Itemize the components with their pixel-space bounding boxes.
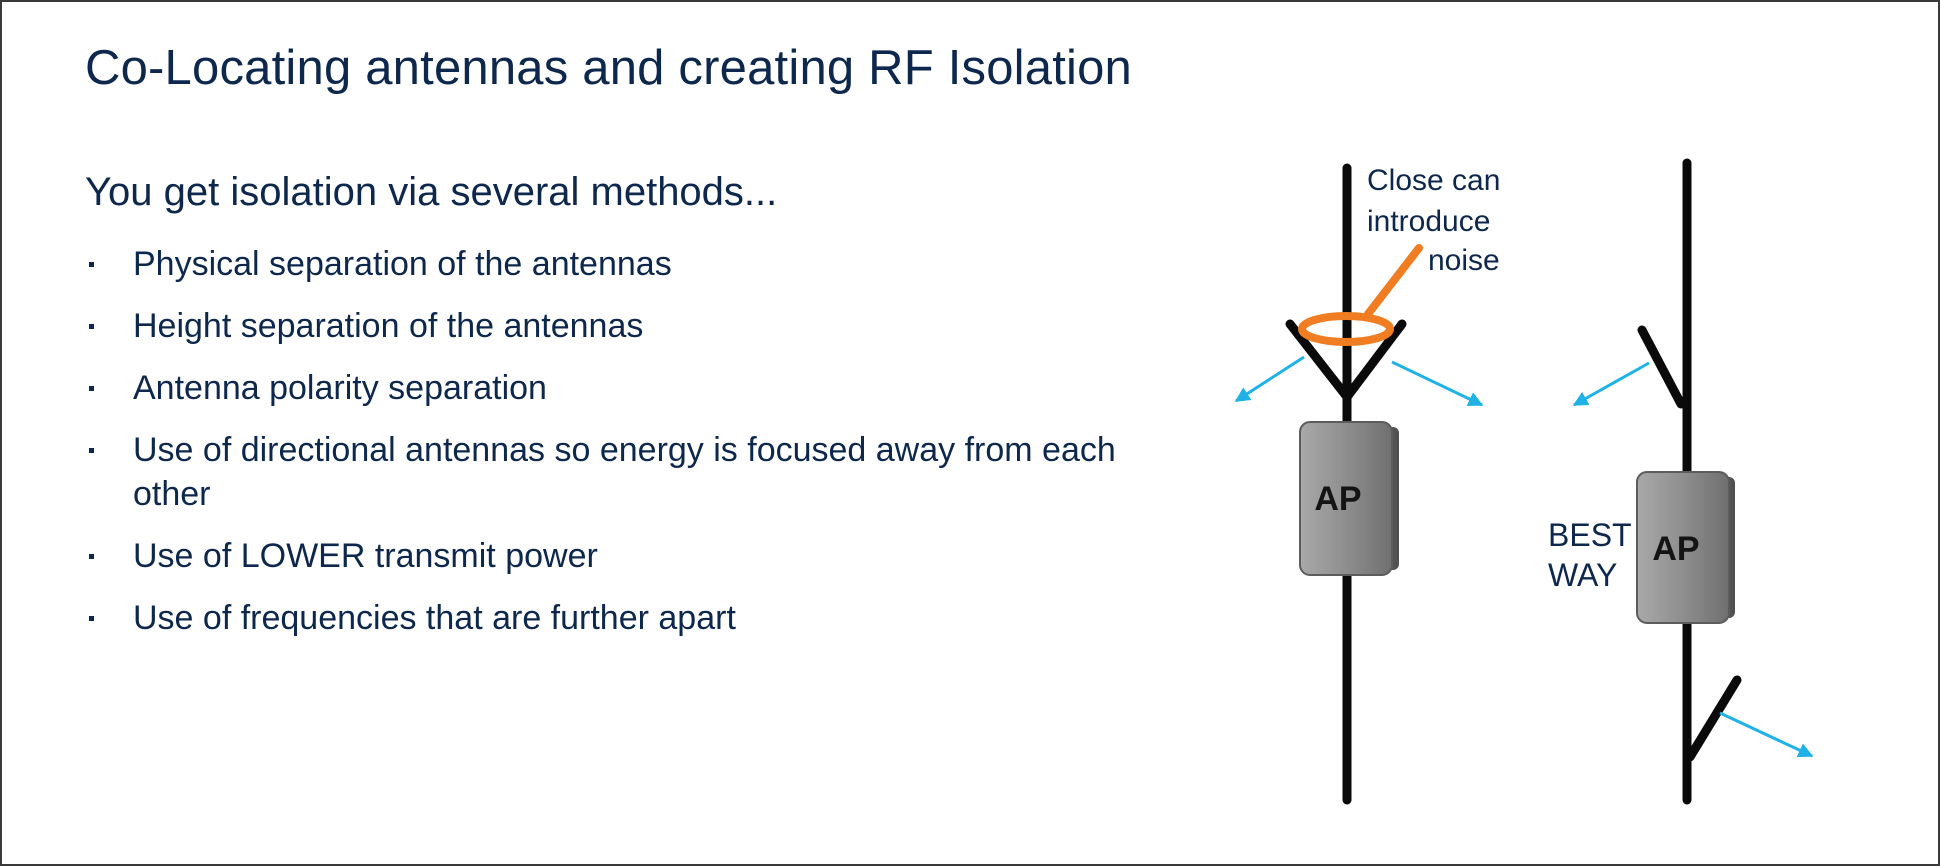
method-text: Height separation of the antennas: [133, 307, 644, 345]
bullet-icon: [89, 324, 94, 329]
method-item: Use of directional antennas so energy is…: [85, 428, 1135, 516]
method-item: Use of LOWER transmit power: [85, 534, 1135, 578]
method-text: Antenna polarity separation: [133, 369, 547, 407]
bullet-icon: [89, 262, 94, 267]
slide-title: Co-Locating antennas and creating RF Iso…: [85, 41, 1133, 95]
method-item: Antenna polarity separation: [85, 366, 1135, 410]
method-item: Height separation of the antennas: [85, 304, 1135, 348]
bullet-icon: [89, 448, 94, 453]
method-item: Physical separation of the antennas: [85, 242, 1135, 286]
bullet-icon: [89, 554, 94, 559]
bullet-icon: [89, 616, 94, 621]
method-text: Use of directional antennas so energy is…: [133, 431, 1116, 513]
method-list: Physical separation of the antennas Heig…: [85, 242, 1135, 658]
method-text: Use of frequencies that are further apar…: [133, 599, 736, 637]
method-text: Use of LOWER transmit power: [133, 537, 598, 575]
method-text: Physical separation of the antennas: [133, 245, 672, 283]
intro-text: You get isolation via several methods...: [85, 170, 778, 214]
bullet-icon: [89, 386, 94, 391]
method-item: Use of frequencies that are further apar…: [85, 596, 1135, 640]
